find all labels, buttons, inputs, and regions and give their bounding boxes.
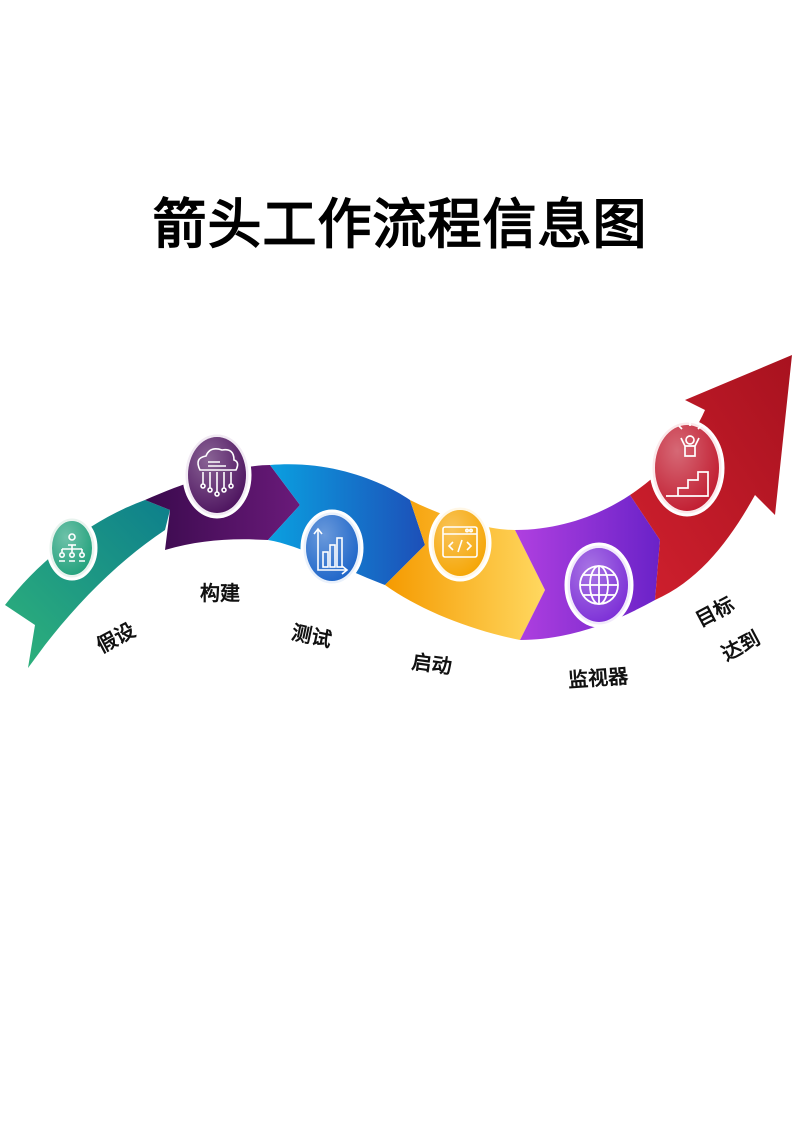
step-label-2: 构建 <box>200 581 240 605</box>
step-label-4: 启动 <box>410 649 454 679</box>
step-6-goal-stairs-icon <box>649 419 725 517</box>
page-title: 箭头工作流程信息图 <box>152 193 648 256</box>
step-1-org-chart-icon <box>46 515 98 581</box>
step-4-code-window-icon <box>428 504 492 582</box>
ribbon-segment-1 <box>5 500 170 668</box>
step-label-5: 监视器 <box>567 663 629 693</box>
step-2-cloud-network-icon <box>182 431 252 519</box>
step-3-bar-chart-icon <box>300 509 364 587</box>
step-5-globe-icon <box>564 542 634 628</box>
